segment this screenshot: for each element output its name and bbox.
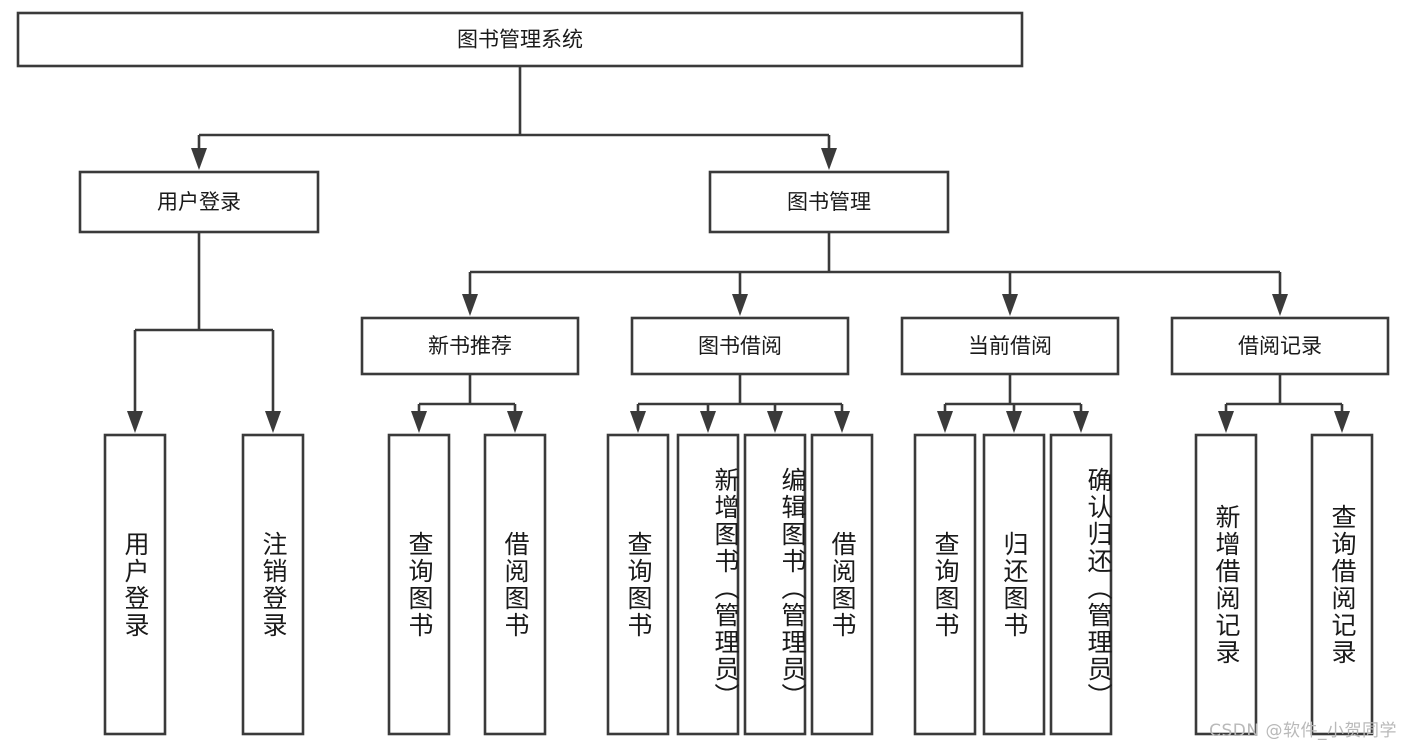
connector-arrowhead bbox=[732, 294, 748, 316]
node-leaf-9[interactable] bbox=[982, 433, 1046, 736]
connector-arrowhead bbox=[937, 411, 953, 433]
connectors-layer bbox=[127, 66, 1350, 433]
node-level3-label-0: 新书推荐 bbox=[428, 334, 512, 358]
connector-arrowhead bbox=[1006, 411, 1022, 433]
node-leaf-8[interactable] bbox=[913, 433, 977, 736]
node-leaf-10[interactable] bbox=[1049, 433, 1113, 736]
connector-arrowhead bbox=[127, 411, 143, 433]
connector-arrowhead bbox=[630, 411, 646, 433]
node-level2-label-0: 用户登录 bbox=[157, 190, 241, 214]
node-leaf-6[interactable] bbox=[743, 433, 807, 736]
connector-arrowhead bbox=[191, 148, 207, 170]
node-leaf-1[interactable] bbox=[241, 433, 305, 736]
connector-arrowhead bbox=[767, 411, 783, 433]
connector-arrowhead bbox=[1073, 411, 1089, 433]
node-root-图书管理系统[interactable] bbox=[16, 11, 1024, 68]
node-level3-label-3: 借阅记录 bbox=[1238, 334, 1322, 358]
node-leaf-7[interactable] bbox=[810, 433, 874, 736]
node-level3-1[interactable] bbox=[630, 316, 850, 376]
node-level2-label-1: 图书管理 bbox=[787, 190, 871, 214]
connector-arrowhead bbox=[821, 148, 837, 170]
connector-arrowhead bbox=[1002, 294, 1018, 316]
connector-arrowhead bbox=[411, 411, 427, 433]
connector-arrowhead bbox=[700, 411, 716, 433]
connector-arrowhead bbox=[265, 411, 281, 433]
node-leaf-5[interactable] bbox=[676, 433, 740, 736]
node-level3-label-2: 当前借阅 bbox=[968, 334, 1052, 358]
connector-arrowhead bbox=[1218, 411, 1234, 433]
node-leaf-12[interactable] bbox=[1310, 433, 1374, 736]
connector-arrowhead bbox=[834, 411, 850, 433]
node-level2-0[interactable] bbox=[78, 170, 320, 234]
node-root-label: 图书管理系统 bbox=[457, 28, 583, 52]
node-level3-0[interactable] bbox=[360, 316, 580, 376]
node-leaf-2[interactable] bbox=[387, 433, 451, 736]
node-leaf-3[interactable] bbox=[483, 433, 547, 736]
node-leaf-0[interactable] bbox=[103, 433, 167, 736]
watermark-text: CSDN @软件_小贺同学 bbox=[1209, 721, 1397, 741]
node-level3-label-1: 图书借阅 bbox=[698, 334, 782, 358]
connector-arrowhead bbox=[1272, 294, 1288, 316]
node-level3-2[interactable] bbox=[900, 316, 1120, 376]
connector-arrowhead bbox=[1334, 411, 1350, 433]
node-leaf-11[interactable] bbox=[1194, 433, 1258, 736]
connector-arrowhead bbox=[462, 294, 478, 316]
node-level2-1[interactable] bbox=[708, 170, 950, 234]
connector-arrowhead bbox=[507, 411, 523, 433]
node-leaf-4[interactable] bbox=[606, 433, 670, 736]
node-level3-3[interactable] bbox=[1170, 316, 1390, 376]
node-boxes-layer bbox=[16, 11, 1390, 736]
